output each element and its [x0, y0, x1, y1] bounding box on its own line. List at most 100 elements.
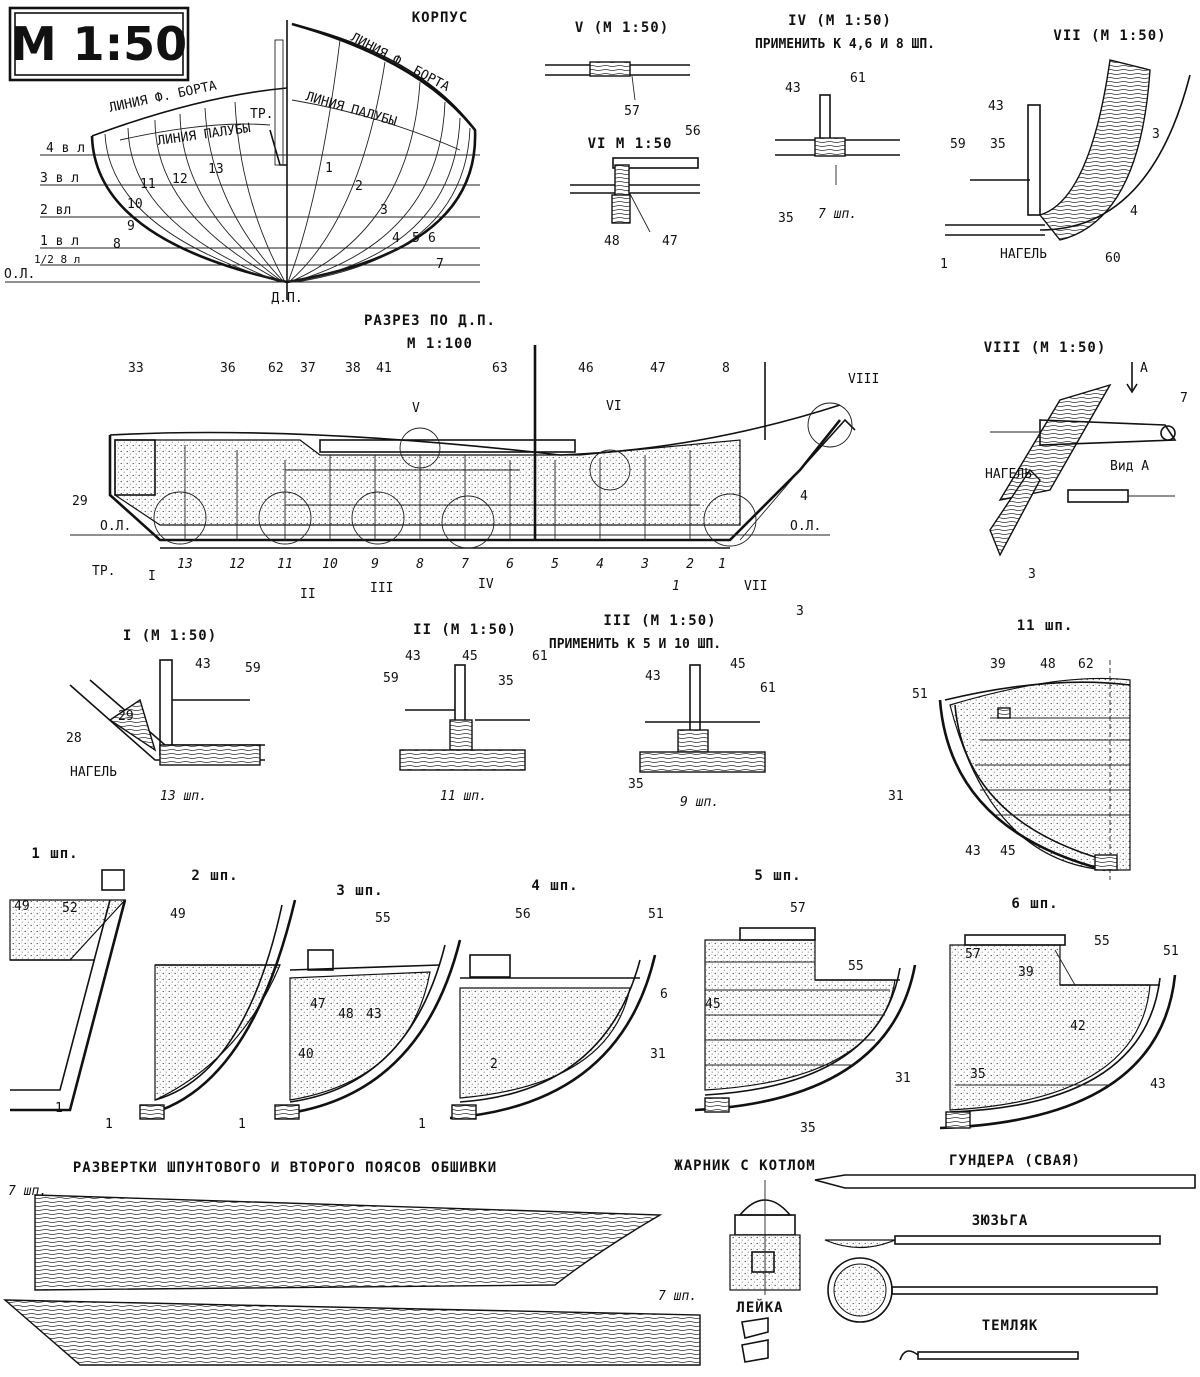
frame-4-title: 4 шп. [531, 878, 578, 894]
detail-vii-label-59: 59 [950, 137, 966, 152]
circle-label-iii: III [370, 581, 393, 596]
section-label-vi: VI [606, 399, 622, 414]
detail-vii-label-3: 3 [1152, 127, 1160, 142]
frame-4-label-56: 56 [515, 907, 531, 922]
frame-1-title: 1 шп. [31, 846, 78, 862]
detail-vii-label-4: 4 [1130, 204, 1138, 219]
detail-vi: VI М 1:50 56 48 47 [570, 124, 701, 249]
circle-label-ii: II [300, 587, 316, 602]
planking-frame-b: 7 шп. [658, 1289, 697, 1304]
pole-title: ГУНДЕРА (СВАЯ) [949, 1153, 1081, 1169]
frame-4-label-51: 51 [648, 907, 664, 922]
detail-viii-label-3: 3 [1028, 567, 1036, 582]
hull-outline-left [90, 135, 288, 284]
section-label-v: V [412, 401, 420, 416]
detail-circle-ii [258, 491, 312, 545]
bp-frame-11: 11 [140, 177, 156, 192]
detail-viii-arrow-label: А [1140, 361, 1148, 376]
section-label-3: 3 [796, 604, 804, 619]
longitudinal-section: РАЗРЕЗ ПО Д.П. М 1:100 [70, 313, 879, 619]
detail-vii-label-1: 1 [940, 257, 948, 272]
frame-4-label-6: 6 [660, 987, 668, 1002]
frame-6-label-35: 35 [970, 1067, 986, 1082]
detail-circle-vii [703, 493, 757, 547]
detail-iii-subtitle: ПРИМЕНИТЬ К 5 И 10 ШП. [549, 637, 721, 652]
detail-viii-nail: НАГЕЛЬ [985, 467, 1032, 482]
frame-2-title: 2 шп. [191, 868, 238, 884]
detail-vi-label-56: 56 [685, 124, 701, 139]
frame-11-title: 11 шп. [1017, 618, 1074, 634]
detail-iii-label-45: 45 [730, 657, 746, 672]
bp-frame-9: 9 [127, 219, 135, 234]
centerline-label: Д.П. [271, 291, 302, 306]
frame-3: 3 шп. 55 47 48 43 40 1 [238, 883, 462, 1132]
frame-num-8: 8 [416, 557, 424, 572]
deck-line-right-label: ЛИНИЯ ПАЛУБЫ [304, 89, 399, 129]
frame-num-7: 7 [461, 557, 469, 572]
frame-num-2: 2 [686, 557, 694, 572]
circle-label-iv: IV [478, 577, 494, 592]
frame-1-label-52: 52 [62, 901, 78, 916]
frame-5-title: 5 шп. [754, 868, 801, 884]
section-label-33: 33 [128, 361, 144, 376]
detail-ii-frame: 11 шп. [440, 789, 487, 804]
hull-outline-right [286, 22, 477, 284]
section-label-46: 46 [578, 361, 594, 376]
transom-label: ТР. [250, 107, 273, 122]
wl-2-label: 2 вл [40, 203, 71, 218]
detail-ii-label-35: 35 [498, 674, 514, 689]
section-label-4: 4 [800, 489, 808, 504]
frame-6-label-42: 42 [1070, 1019, 1086, 1034]
frame-num-6: 6 [506, 557, 514, 572]
frame-num-1: 1 [718, 557, 726, 572]
wl-1-label: 1 в л [40, 234, 79, 249]
section-label-37: 37 [300, 361, 316, 376]
detail-ii: II (М 1:50) 43 45 59 35 61 11 шп. [383, 622, 548, 804]
detail-vii-label-60: 60 [1105, 251, 1121, 266]
wl-half-label: 1/2 8 л [34, 253, 80, 266]
sheer-profile [109, 404, 841, 456]
detail-circle-i [153, 491, 207, 545]
frame-num-4: 4 [596, 557, 604, 572]
body-plan-title: КОРПУС [412, 10, 469, 26]
planking-development: РАЗВЕРТКИ ШПУНТОВОГО И ВТОРОГО ПОЯСОВ ОБ… [3, 1160, 701, 1366]
planking-frame-a: 7 шп. [8, 1184, 47, 1199]
frame-6-label-57: 57 [965, 947, 981, 962]
detail-v-title: V (М 1:50) [575, 20, 669, 36]
frame-1-label-1: 1 [55, 1101, 63, 1116]
frame-3-title: 3 шп. [336, 883, 383, 899]
detail-iii-label-35: 35 [628, 777, 644, 792]
frame-5-label-57: 57 [790, 901, 806, 916]
detail-ii-label-59: 59 [383, 671, 399, 686]
brazier: ЖАРНИК С КОТЛОМ ЛЕЙКА [674, 1158, 815, 1363]
section-label-viii: VIII [848, 372, 879, 387]
detail-circle-vi [589, 449, 631, 491]
frame-2: 2 шп. 49 1 [105, 868, 297, 1132]
frame-3-label-40: 40 [298, 1047, 314, 1062]
frame-2-label-1: 1 [105, 1117, 113, 1132]
scoop-title: ЗЮЗЬГА [972, 1213, 1029, 1229]
detail-viii-view-label: Вид А [1110, 459, 1149, 474]
bp-frame-8: 8 [113, 237, 121, 252]
frame-4-label-2: 2 [490, 1057, 498, 1072]
frame-11-label-51: 51 [912, 687, 928, 702]
hook-title: ТЕМЛЯК [982, 1318, 1039, 1334]
wl-4-label: 4 в л [46, 141, 85, 156]
detail-circle-iv [441, 495, 495, 549]
section-scale: М 1:100 [407, 336, 473, 352]
frame-6: 6 шп. 57 55 51 39 42 35 43 [939, 896, 1179, 1130]
section-frame-numbers: 13 12 11 10 9 8 7 6 5 4 3 2 1 [177, 557, 726, 572]
frame-1: 1 шп. 49 52 1 [9, 846, 127, 1116]
frame-5-label-45: 45 [705, 997, 721, 1012]
detail-vii-label-43: 43 [988, 99, 1004, 114]
frame-num-3: 3 [640, 557, 649, 572]
bailer-title: ЛЕЙКА [736, 1299, 783, 1316]
frame-11-label-45: 45 [1000, 844, 1016, 859]
second-strake [3, 1299, 701, 1366]
detail-iii: III (М 1:50) ПРИМЕНИТЬ К 5 И 10 ШП. 43 4… [549, 613, 776, 810]
detail-iv-label-61: 61 [850, 71, 866, 86]
detail-iv-title: IV (М 1:50) [788, 13, 892, 29]
frame-3-label-48: 48 [338, 1007, 354, 1022]
detail-iii-frame: 9 шп. [680, 795, 719, 810]
